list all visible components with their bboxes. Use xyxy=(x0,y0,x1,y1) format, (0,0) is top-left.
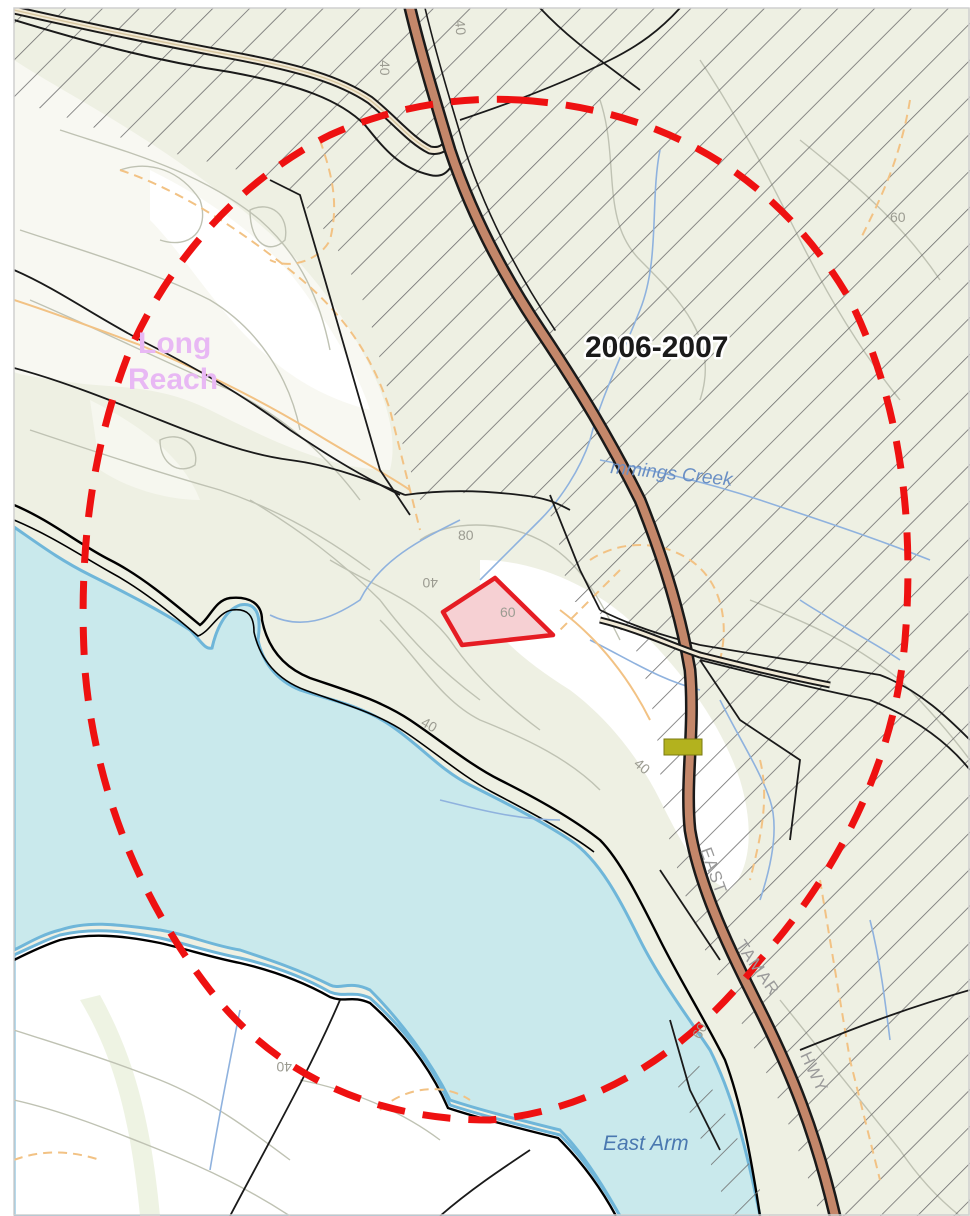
contour-label-1: 40 xyxy=(377,60,393,76)
buffer-circle-dashed xyxy=(79,95,912,1124)
contour-label-6: 60 xyxy=(500,604,516,620)
hatched-area-2006-2007 xyxy=(14,8,970,1216)
contour-label-9: 40 xyxy=(276,1059,292,1075)
terrain-white-corridor xyxy=(150,170,370,410)
contour-label-5: 40 xyxy=(422,575,438,591)
site-parcel-polygon[interactable] xyxy=(440,575,556,648)
water-body-main xyxy=(14,525,762,1216)
contour-label-7: 40 xyxy=(419,714,441,736)
contour-label-3: 60 xyxy=(890,209,906,225)
shoreline-north-inner xyxy=(14,519,595,853)
terrain-green-band-south xyxy=(80,995,160,1216)
track-lines xyxy=(14,99,911,1181)
hatched-strip-south xyxy=(670,1050,770,1216)
terrain-light-patch-west xyxy=(90,400,200,500)
contour-label-2: 40 xyxy=(452,19,469,36)
road-north-west xyxy=(14,8,454,177)
contour-label-10: 60 xyxy=(689,1020,711,1042)
survey-year-label: 2006-2007 xyxy=(585,331,728,364)
track-lines-solid xyxy=(14,299,651,721)
highway-east-tamar xyxy=(403,8,842,1216)
yellow-square-marker[interactable] xyxy=(663,738,703,756)
land-south-bank xyxy=(14,929,622,1216)
road-junction-east xyxy=(599,616,831,689)
boundary-lines xyxy=(14,8,970,1216)
shoreline-north xyxy=(14,503,762,1216)
place-label-line-1: Long xyxy=(138,327,211,360)
place-label-line-2: Reach xyxy=(128,363,218,396)
contour-label-4: 80 xyxy=(458,527,474,543)
water-body-label: East Arm xyxy=(603,1132,689,1155)
map-frame-border xyxy=(13,7,970,1216)
shoreline-south xyxy=(14,934,618,1216)
